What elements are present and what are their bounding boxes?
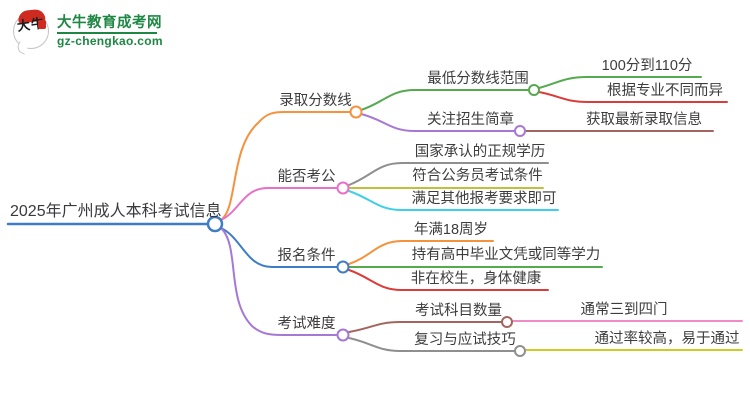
node-root: 2025年广州成人本科考试信息 — [10, 203, 222, 220]
node-difficulty: 考试难度 — [277, 316, 336, 332]
line-varies-by-major — [538, 91, 728, 103]
logo-text-block: 大牛教育成考网 gz-chengkao.com — [57, 15, 163, 48]
node-admission-scores: 录取分数线 — [279, 93, 352, 109]
node-other-requirements: 满足其他报考要求即可 — [411, 191, 557, 207]
logo-site-name: 大牛教育成考网 — [57, 14, 162, 31]
branch-line-admission-scores — [220, 111, 351, 221]
junction-requirements — [336, 260, 350, 274]
node-varies-by-major: 根据专业不同而异 — [607, 83, 723, 99]
junction-difficulty — [336, 328, 350, 342]
branch-line-requirements — [220, 227, 338, 268]
junction-civil-service — [336, 181, 350, 195]
line-age-18 — [348, 240, 494, 265]
junction-subject-count — [501, 316, 513, 328]
junction-review-tips — [514, 345, 526, 357]
node-min-score-range: 最低分数线范围 — [427, 71, 529, 87]
node-high-pass-rate: 通过率较高，易于通过 — [594, 331, 740, 347]
node-requirements: 报名条件 — [277, 248, 336, 264]
logo-bubble-icon: 大牛 — [12, 8, 52, 55]
node-admission-brochure: 关注招生简章 — [427, 112, 514, 128]
node-subject-count: 考试科目数量 — [415, 303, 502, 319]
line-admission-brochure — [360, 113, 515, 132]
branch-line-civil-service — [220, 187, 338, 221]
logo-divider — [57, 31, 157, 34]
junction-root — [206, 215, 224, 233]
node-not-enrolled-healthy: 非在校生，身体健康 — [410, 271, 542, 287]
junction-admission-brochure — [514, 125, 526, 137]
junction-admission-scores — [349, 105, 363, 119]
line-other-requirements — [348, 190, 559, 211]
line-subject-count — [348, 321, 502, 333]
line-review-tips — [348, 337, 515, 352]
logo-red-seal — [38, 20, 46, 29]
node-high-school-diploma: 持有高中毕业文凭或同等学力 — [411, 247, 601, 263]
line-min-score-range — [360, 89, 529, 111]
node-age-18: 年满18周岁 — [413, 222, 489, 238]
line-state-recognized — [348, 162, 549, 186]
node-score-100-110: 100分到110分 — [601, 58, 693, 74]
node-state-recognized: 国家承认的正规学历 — [414, 144, 546, 160]
junction-min-score-range — [528, 84, 540, 96]
node-review-tips: 复习与应试技巧 — [414, 332, 516, 348]
line-100-110 — [538, 76, 702, 89]
line-not-enrolled-healthy — [348, 269, 549, 291]
node-latest-admission-info: 获取最新录取信息 — [586, 112, 702, 128]
branch-line-difficulty — [220, 227, 338, 336]
node-civil-service: 能否考公 — [277, 169, 336, 185]
node-meets-exam-conditions: 符合公务员考试条件 — [412, 168, 543, 184]
logo-site-url: gz-chengkao.com — [57, 33, 163, 48]
node-three-to-four: 通常三到四门 — [580, 302, 668, 318]
site-logo: 大牛 大牛教育成考网 gz-chengkao.com — [12, 8, 163, 55]
